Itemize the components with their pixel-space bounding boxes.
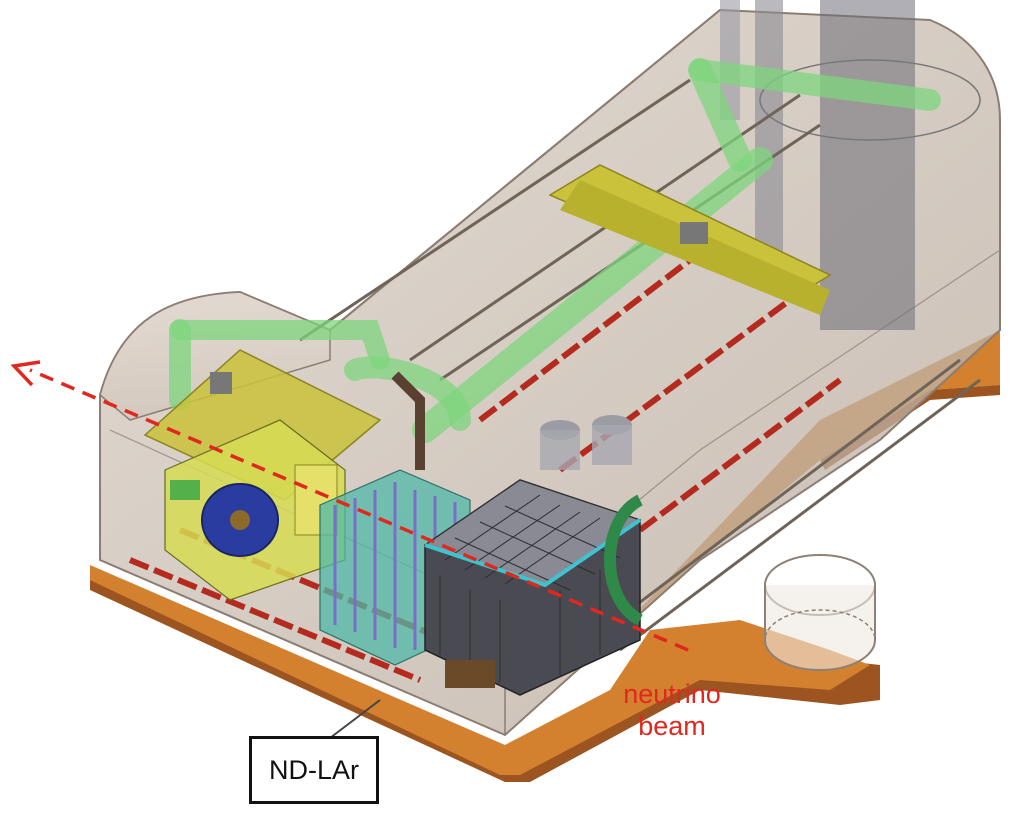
ndlar-label-box: ND-LAr: [249, 736, 379, 804]
dashed-arrow-left-icon: [10, 360, 41, 387]
beam-label-line1: neutrino: [623, 679, 721, 709]
beam-path-dashed: [29, 368, 689, 652]
beam-line: [10, 360, 689, 652]
shaft-cylinder: [764, 554, 876, 671]
ndlar-detector: [423, 415, 642, 696]
service-tower: [720, 0, 981, 330]
green-ducts: [169, 58, 941, 443]
cable-chain: [391, 371, 644, 626]
beam-label-line2: beam: [638, 711, 706, 741]
label-leader-line: [329, 699, 381, 739]
ndlar-label-text: ND-LAr: [268, 754, 359, 785]
neutrino-beam-label: neutrino beam: [612, 678, 732, 742]
